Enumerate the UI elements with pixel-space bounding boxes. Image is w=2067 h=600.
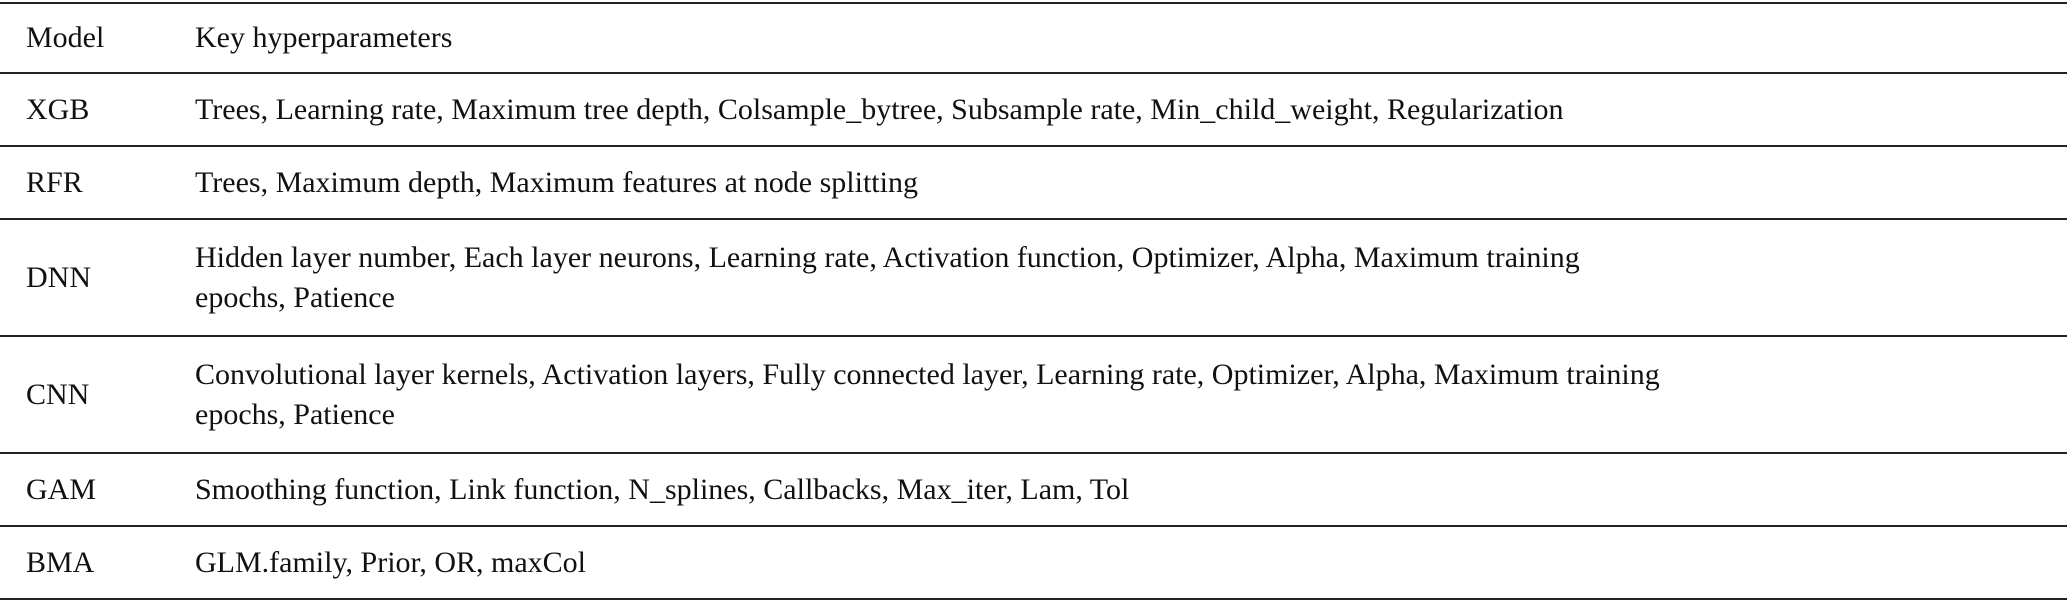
header-model: Model xyxy=(26,21,105,54)
model-cell: BMA xyxy=(26,545,95,579)
table-row: RFR Trees, Maximum depth, Maximum feature… xyxy=(0,146,2067,219)
hyperparameters-cell: Trees, Learning rate, Maximum tree depth… xyxy=(195,73,2067,146)
header-key-hyperparameters: Key hyperparameters xyxy=(195,21,453,54)
hyperparameters-cell: Hidden layer number, Each layer neurons,… xyxy=(195,219,2067,336)
hyperparameters-line: Trees, Maximum depth, Maximum features a… xyxy=(195,165,918,199)
table-row: BMA GLM.family, Prior, OR, maxCol xyxy=(0,526,2067,599)
hyperparameters-cell: GLM.family, Prior, OR, maxCol xyxy=(195,526,2067,599)
hyperparameters-cell: Convolutional layer kernels, Activation … xyxy=(195,336,2067,453)
hyperparameters-cell: Trees, Maximum depth, Maximum features a… xyxy=(195,146,2067,219)
table-row: GAM Smoothing function, Link function, N_… xyxy=(0,453,2067,526)
hyperparameters-line: epochs, Patience xyxy=(195,280,395,314)
table-header-row: Model Key hyperparameters xyxy=(0,3,2067,73)
model-cell: CNN xyxy=(26,377,90,411)
table-row: DNN Hidden layer number, Each layer neuro… xyxy=(0,219,2067,336)
table-row: CNN Convolutional layer kernels, Activati… xyxy=(0,336,2067,453)
hyperparameters-cell: Smoothing function, Link function, N_spl… xyxy=(195,453,2067,526)
hyperparameters-line: Hidden layer number, Each layer neurons,… xyxy=(195,240,1580,274)
hyperparameters-line: epochs, Patience xyxy=(195,397,395,431)
table-row: XGB Trees, Learning rate, Maximum tree de… xyxy=(0,73,2067,146)
model-cell: XGB xyxy=(26,92,90,126)
model-cell: DNN xyxy=(26,260,91,294)
hyperparameters-line: Convolutional layer kernels, Activation … xyxy=(195,357,1660,391)
model-cell: GAM xyxy=(26,472,97,506)
hyperparameters-line: Trees, Learning rate, Maximum tree depth… xyxy=(195,92,1564,126)
model-cell: RFR xyxy=(26,165,83,199)
hyperparameters-line: Smoothing function, Link function, N_spl… xyxy=(195,472,1130,506)
hyperparameters-line: GLM.family, Prior, OR, maxCol xyxy=(195,545,586,579)
